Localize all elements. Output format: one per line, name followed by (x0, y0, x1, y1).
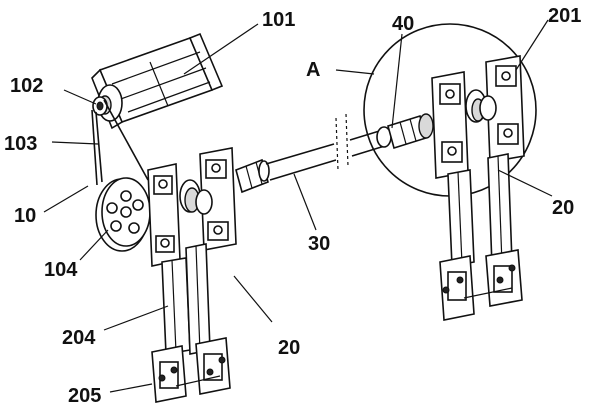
right-arm (447, 153, 513, 267)
label-40: 40 (392, 13, 414, 35)
left-bracket (151, 337, 231, 403)
label-30: 30 (308, 233, 330, 255)
label-102: 102 (10, 75, 43, 97)
label-20-left: 20 (278, 337, 300, 359)
label-201: 201 (548, 5, 581, 27)
leader-lines (43, 19, 553, 393)
label-10: 10 (14, 205, 36, 227)
left-bearing-blocks (147, 147, 237, 267)
label-104: 104 (44, 259, 78, 281)
label-103: 103 (4, 133, 37, 155)
left-arm (161, 243, 211, 355)
shaft (265, 113, 389, 181)
belt (91, 99, 149, 186)
right-bearing-blocks (431, 55, 525, 179)
small-pulley (92, 96, 108, 116)
label-205: 205 (68, 385, 101, 407)
label-A: A (306, 59, 320, 81)
right-bracket (439, 249, 523, 321)
large-pulley (95, 177, 151, 252)
label-204: 204 (62, 327, 96, 349)
label-101: 101 (262, 9, 295, 31)
label-20-right: 20 (552, 197, 574, 219)
reference-labels: 101 102 103 10 104 204 205 20 30 40 A 20… (4, 5, 581, 407)
right-coupling (376, 113, 434, 150)
left-coupling (235, 158, 270, 194)
